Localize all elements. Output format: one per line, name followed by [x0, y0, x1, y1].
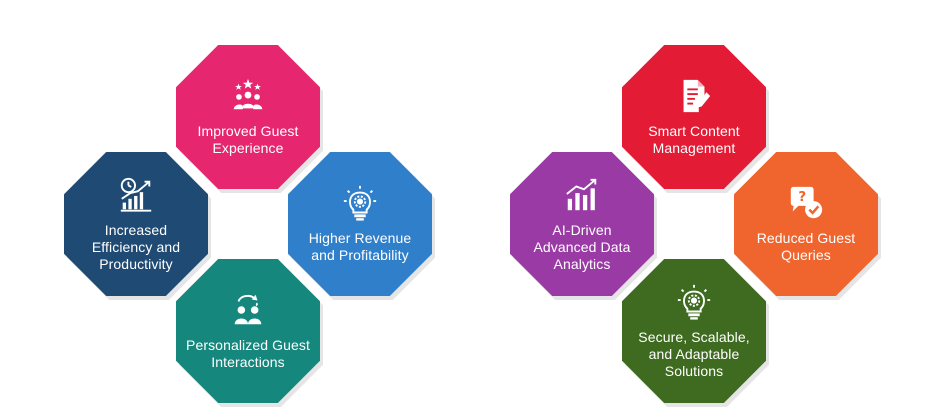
- left-benefits-cluster: Improved Guest Experience Increased: [0, 0, 470, 407]
- octagon-reduced-guest-queries: ? Reduced Guest Queries: [734, 152, 878, 296]
- lightbulb-gear-icon: [341, 184, 379, 222]
- octagon-ai-driven-analytics: AI-Driven Advanced Data Analytics: [510, 152, 654, 296]
- benefit-label: Higher Revenue and Profitability: [308, 230, 412, 263]
- right-benefits-cluster: Smart Content Management AI-Driven Advan…: [470, 0, 940, 407]
- octagon-increased-efficiency: Increased Efficiency and Productivity: [64, 152, 208, 296]
- svg-text:?: ?: [798, 190, 806, 205]
- question-check-icon: ?: [787, 184, 825, 222]
- octagon-secure-scalable-solutions: Secure, Scalable, and Adaptable Solution…: [622, 259, 766, 403]
- lightbulb-gear-icon: [675, 283, 713, 321]
- people-exchange-icon: [229, 291, 267, 329]
- document-pen-icon: [675, 77, 713, 115]
- octagon-higher-revenue: Higher Revenue and Profitability: [288, 152, 432, 296]
- benefit-label: Improved Guest Experience: [197, 123, 299, 156]
- star-group-icon: [229, 77, 267, 115]
- benefit-label: Reduced Guest Queries: [756, 230, 856, 263]
- benefit-label: Increased Efficiency and Productivity: [91, 221, 181, 272]
- clock-chart-icon: [117, 176, 155, 214]
- benefit-label: Secure, Scalable, and Adaptable Solution…: [638, 328, 750, 379]
- benefit-label: Smart Content Management: [648, 123, 740, 156]
- octagon-improved-guest-experience: Improved Guest Experience: [176, 45, 320, 189]
- benefit-label: AI-Driven Advanced Data Analytics: [533, 221, 631, 272]
- octagon-smart-content-management: Smart Content Management: [622, 45, 766, 189]
- octagon-personalized-guest-interactions: Personalized Guest Interactions: [176, 259, 320, 403]
- bar-chart-icon: [563, 176, 601, 214]
- benefit-label: Personalized Guest Interactions: [186, 337, 310, 370]
